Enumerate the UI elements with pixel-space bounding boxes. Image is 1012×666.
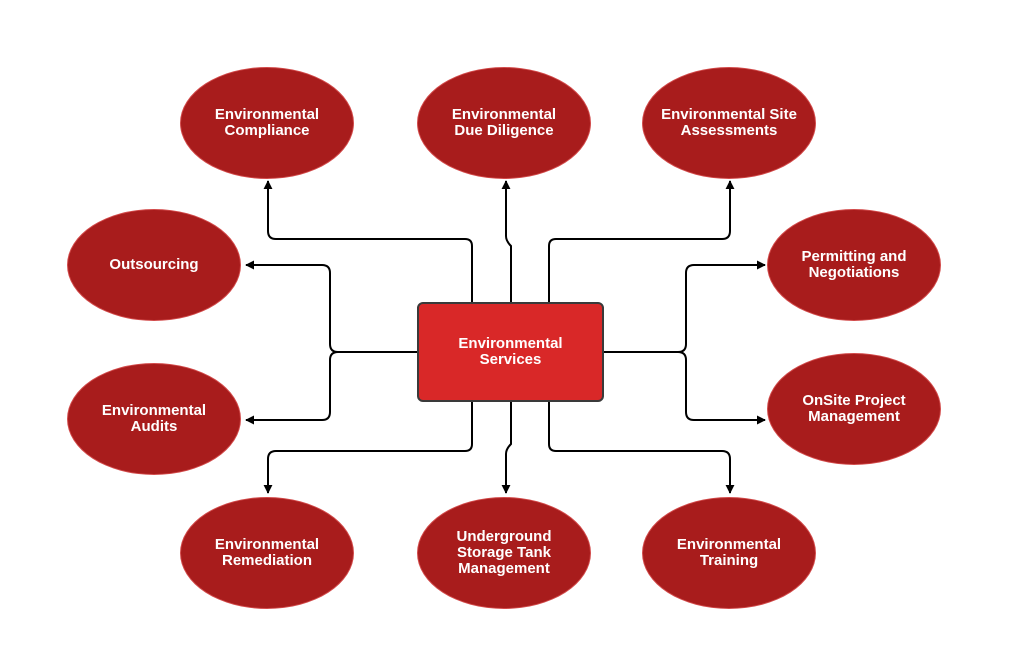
node-onsite-project-management: OnSite Project Management bbox=[767, 353, 941, 465]
connector-audits bbox=[245, 351, 417, 425]
connector-onsite bbox=[604, 351, 766, 425]
node-environmental-services: Environmental Services bbox=[417, 302, 604, 402]
node-environmental-training: Environmental Training bbox=[642, 497, 816, 609]
connector-compliance bbox=[263, 180, 473, 302]
connector-site-assessments bbox=[548, 180, 735, 302]
node-environmental-due-diligence: Environmental Due Diligence bbox=[417, 67, 591, 179]
node-environmental-audits: Environmental Audits bbox=[67, 363, 241, 475]
node-environmental-remediation: Environmental Remediation bbox=[180, 497, 354, 609]
connector-remediation bbox=[263, 402, 473, 494]
connector-training bbox=[548, 402, 735, 494]
connector-outsourcing bbox=[245, 260, 417, 353]
node-underground-storage-tank-management: Underground Storage Tank Management bbox=[417, 497, 591, 609]
node-environmental-site-assessments: Environmental Site Assessments bbox=[642, 67, 816, 179]
node-environmental-compliance: Environmental Compliance bbox=[180, 67, 354, 179]
connector-due-diligence bbox=[501, 180, 512, 302]
node-permitting-and-negotiations: Permitting and Negotiations bbox=[767, 209, 941, 321]
connector-permitting bbox=[604, 260, 766, 353]
node-outsourcing: Outsourcing bbox=[67, 209, 241, 321]
connector-ust bbox=[501, 402, 512, 494]
